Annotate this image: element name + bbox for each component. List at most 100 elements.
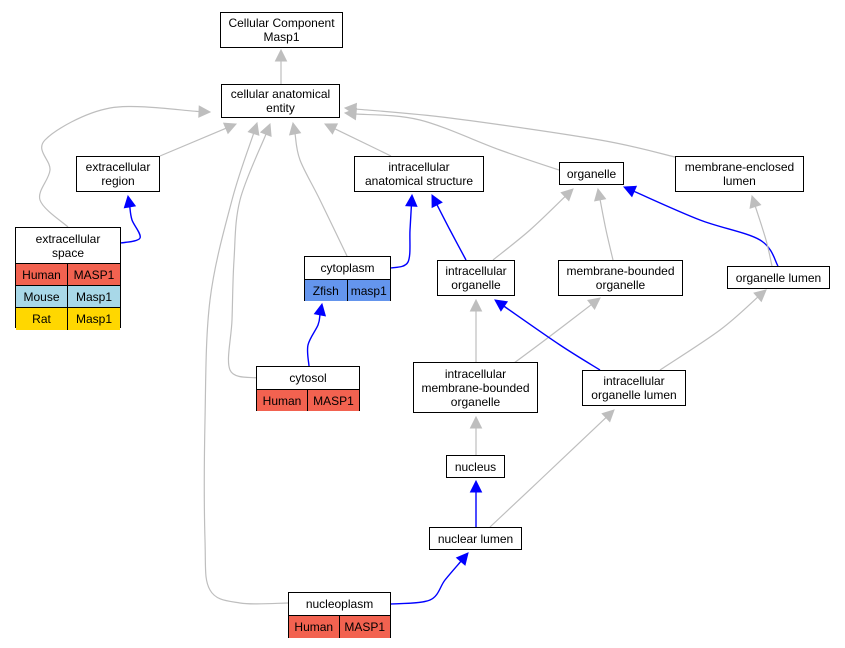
term-node-organelle[interactable]: organelle: [559, 162, 624, 185]
edge-arrowhead: [222, 122, 238, 135]
edge-arrowhead: [274, 48, 288, 62]
term-node-nucleus[interactable]: nucleus: [446, 455, 505, 478]
edge-extracellular-space-to-extracellular-region: [120, 206, 141, 244]
term-label-line: anatomical structure: [364, 174, 474, 188]
term-label-line: organelle: [451, 278, 501, 292]
edge-organelle-lumen-to-organelle: [633, 190, 779, 267]
species-cell: Zfish: [305, 280, 348, 301]
edge-intracellular-organelle-to-organelle: [492, 196, 566, 261]
term-title: nucleoplasm: [289, 593, 390, 616]
term-label-line: lumen: [723, 174, 756, 188]
gene-cell: masp1: [350, 283, 387, 298]
edge-iol-to-organelle-lumen: [659, 296, 759, 371]
species-row[interactable]: Human MASP1: [257, 390, 359, 411]
edge-intracellular-organelle-to-ias: [436, 204, 467, 261]
edge-nucleoplasm-to-nuclear-lumen: [390, 560, 462, 605]
term-label: organelle lumen: [736, 271, 821, 285]
edge-arrowhead: [288, 121, 302, 136]
edge-arrowhead: [198, 105, 212, 118]
species-cell: Human: [16, 264, 68, 285]
term-title: cytoplasm: [305, 257, 390, 280]
term-label-line: cytoplasm: [320, 261, 375, 275]
term-label-line: entity: [266, 101, 295, 115]
species-cell: Human: [289, 616, 340, 638]
term-label-line: region: [101, 174, 135, 188]
term-label-line: extracellular: [85, 160, 151, 174]
term-label-line: extracellular: [35, 231, 101, 246]
edge-arrowhead: [343, 102, 358, 116]
species-cell: Rat: [16, 308, 68, 330]
term-node-nuclear-lumen[interactable]: nuclear lumen: [429, 527, 522, 550]
term-label-line: intracellular: [444, 366, 507, 381]
term-label-line: space: [51, 245, 85, 260]
species-cell: Mouse: [16, 286, 68, 307]
term-label-line: nucleoplasm: [305, 597, 374, 611]
edge-extracellular-region-to-cae: [159, 127, 227, 157]
gene-cell: Masp1: [75, 312, 113, 326]
gene-cell: MASP1: [344, 620, 386, 634]
edge-arrowhead: [259, 122, 272, 138]
edge-iol-to-intracellular-organelle: [503, 305, 601, 371]
edge-imbo-to-mbo: [509, 304, 592, 367]
edge-arrowhead: [455, 552, 469, 566]
edge-arrowhead: [469, 479, 483, 493]
term-label-line: membrane-bounded: [566, 264, 675, 278]
edge-nuclear-lumen-to-iol: [489, 417, 607, 528]
edge-arrowhead: [622, 185, 638, 198]
term-label-line: organelle: [566, 166, 617, 181]
edge-mel-to-cae: [355, 108, 676, 158]
species-row[interactable]: Rat Masp1: [16, 308, 120, 330]
edge-cytoplasm-to-cae: [294, 133, 348, 257]
edge-arrowhead: [313, 302, 327, 317]
term-label-line: nuclear lumen: [437, 531, 514, 546]
edge-arrowhead: [749, 194, 762, 209]
species-cell: Human: [257, 390, 308, 411]
edge-arrowhead: [469, 415, 483, 429]
gene-cell: MASP1: [313, 393, 354, 408]
species-row[interactable]: Mouse Masp1: [16, 286, 120, 308]
edge-arrowhead: [323, 123, 339, 135]
edge-cytosol-to-cytoplasm: [306, 314, 321, 367]
term-label-line: nucleus: [454, 459, 497, 474]
term-label-line: organelle lumen: [591, 388, 677, 402]
edge-arrowhead: [469, 298, 483, 312]
term-label-line: membrane-enclosed: [684, 160, 795, 174]
edge-organelle-lumen-to-mel: [754, 206, 773, 267]
species-row[interactable]: Human MASP1: [289, 616, 390, 638]
term-label-line: organelle: [450, 394, 501, 409]
term-label-line: intracellular: [445, 264, 507, 278]
edge-arrowhead: [494, 299, 509, 312]
edge-arrowhead: [587, 297, 601, 310]
edge-arrowhead: [753, 289, 767, 303]
term-label-line: membrane-bounded: [421, 380, 530, 395]
edge-arrowhead: [123, 194, 137, 209]
term-label: nucleus: [455, 460, 496, 474]
edge-arrowhead: [601, 409, 615, 423]
term-node-organelle-lumen[interactable]: organelle lumen: [727, 266, 830, 289]
gene-cell: Masp1: [75, 289, 113, 304]
edge-nucleoplasm-to-cae: [203, 133, 289, 605]
